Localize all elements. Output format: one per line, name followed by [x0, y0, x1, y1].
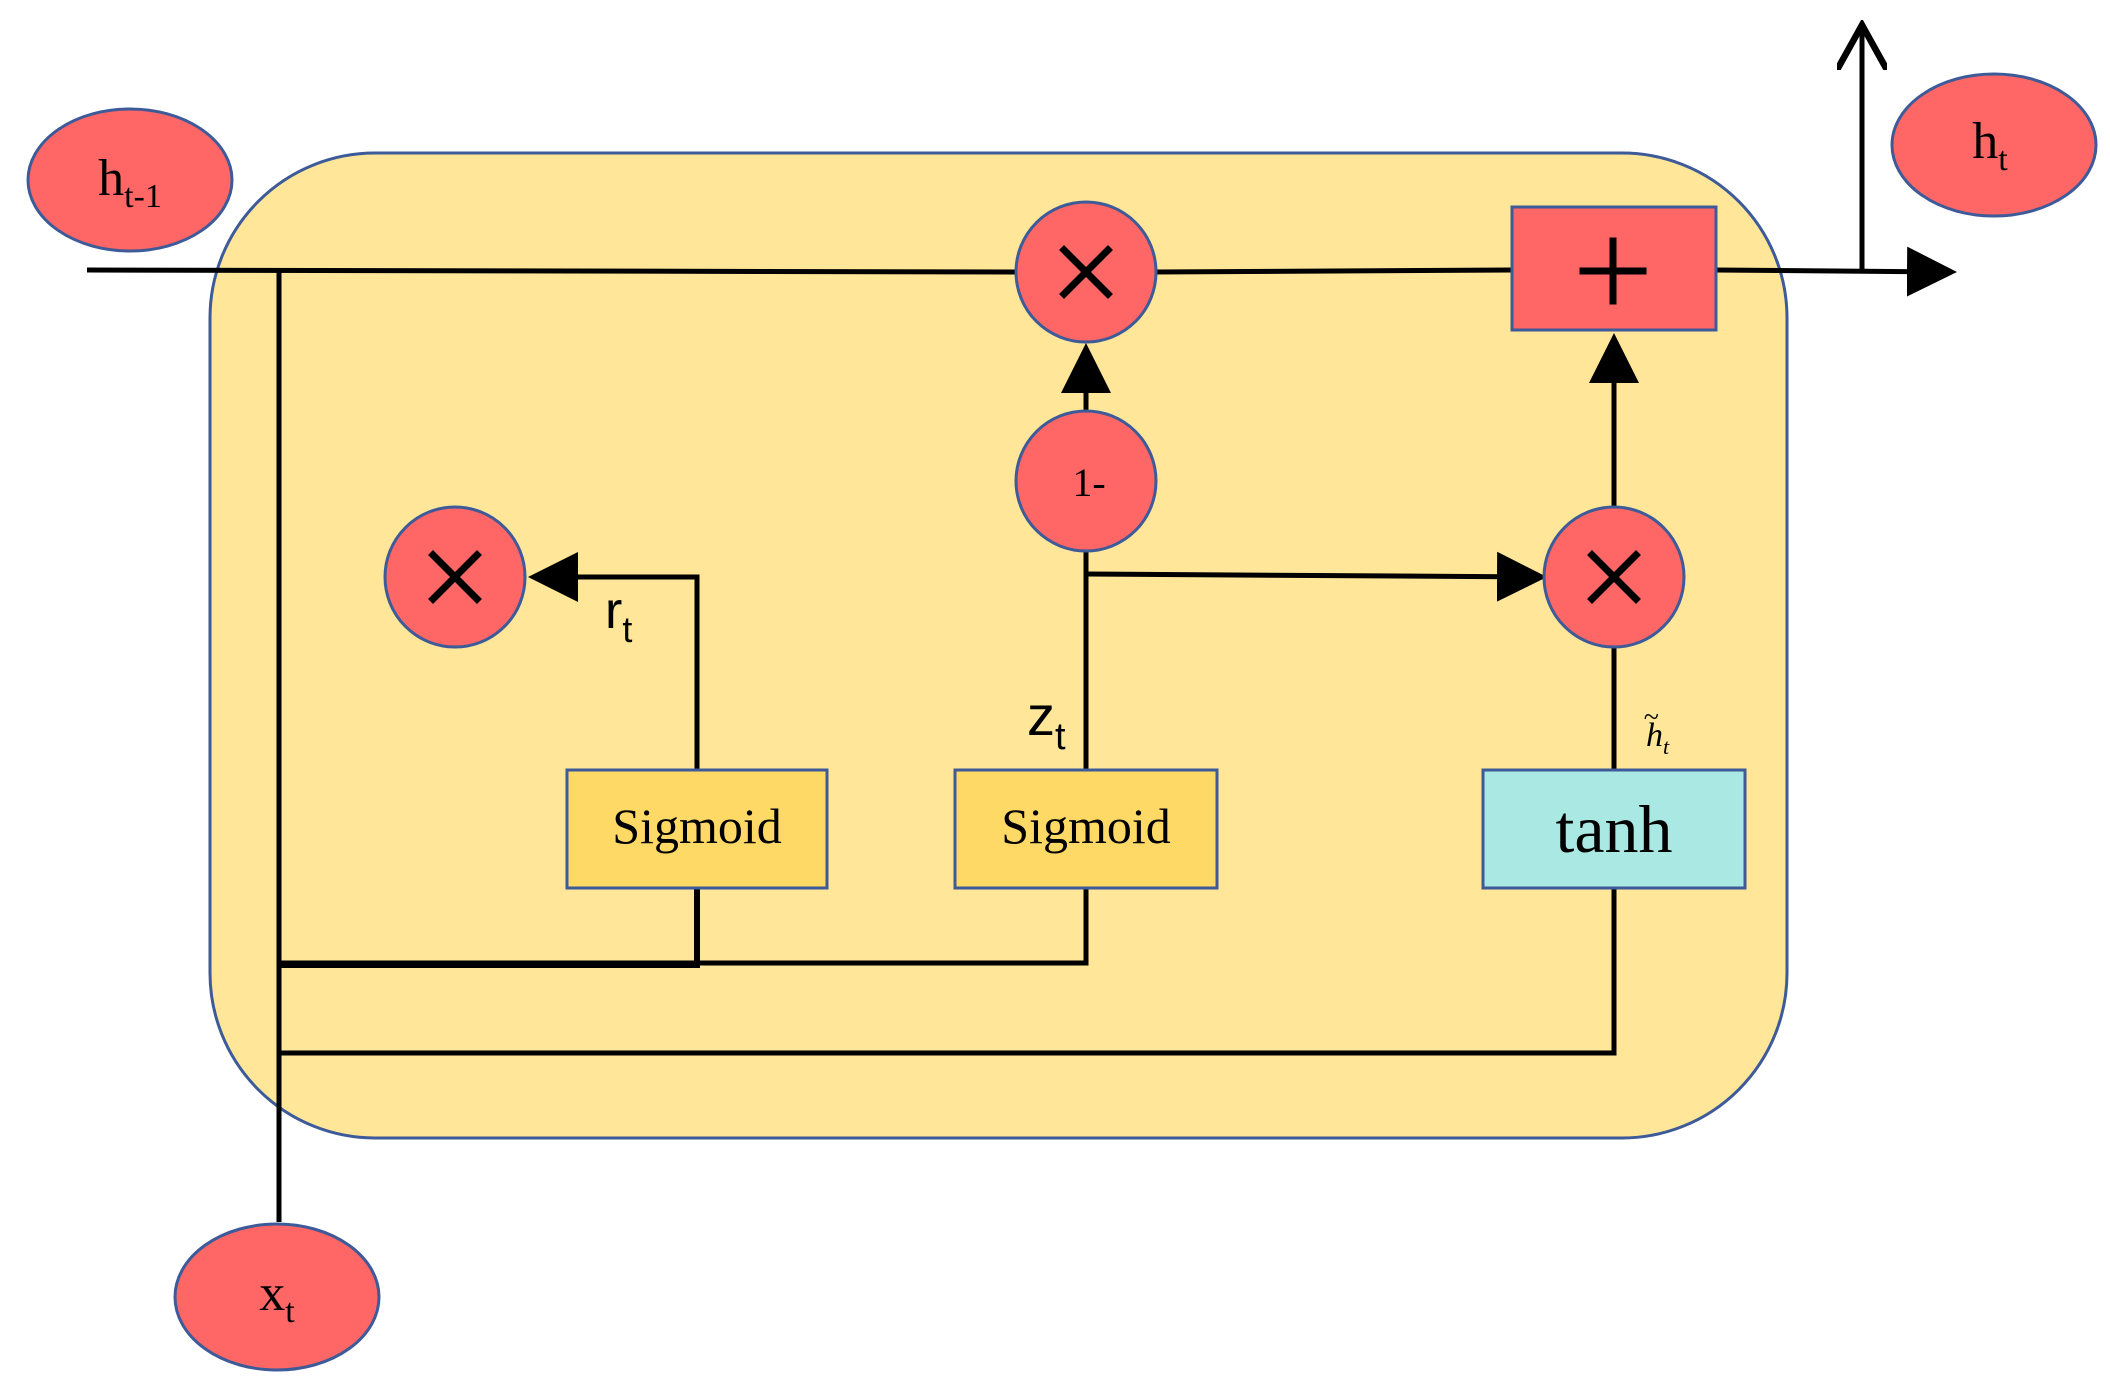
reset-gate-label: Sigmoid	[612, 798, 781, 854]
output-h-node: ht	[1890, 72, 2098, 218]
wire-mult-to-plus	[1154, 267, 1513, 275]
tanh-label: tanh	[1555, 791, 1672, 867]
reset-gate-box: Sigmoid	[565, 768, 829, 890]
x-base: x	[259, 1265, 285, 1322]
wire-input-to-update	[279, 888, 1089, 966]
multiply-icon	[428, 550, 482, 604]
update-multiply-node	[1542, 505, 1686, 649]
input-x-node: xt	[173, 1222, 381, 1372]
gru-cell-body	[208, 151, 1789, 1140]
plus-node	[1510, 205, 1718, 332]
wire-reset-to-mult	[528, 552, 700, 770]
output-sub: t	[1998, 141, 2008, 178]
x-sub: t	[285, 1293, 295, 1330]
svg-text:ht-1: ht-1	[98, 150, 162, 215]
top-multiply-node	[1014, 200, 1158, 344]
svg-text:xt: xt	[259, 1265, 295, 1330]
update-gate-box: Sigmoid	[953, 768, 1219, 890]
reset-multiply-node	[383, 505, 527, 649]
svg-text:ht: ht	[1972, 113, 2008, 178]
tanh-box: tanh	[1481, 768, 1747, 890]
svg-text:ht: ht	[1646, 717, 1670, 759]
update-signal-label: zt	[1027, 684, 1066, 758]
multiply-icon	[1059, 245, 1113, 299]
wire-update-to-right-mult	[1085, 551, 1547, 602]
one-minus-label: 1-	[1072, 460, 1105, 505]
plus-icon	[1579, 237, 1647, 305]
h-prev-sub: t-1	[124, 178, 162, 215]
wire-output	[1715, 246, 1957, 297]
candidate-signal-label: ~ ht	[1643, 702, 1670, 759]
one-minus-node: 1-	[1014, 409, 1158, 553]
h-prev-base: h	[98, 150, 124, 207]
wire-hprev-to-mult	[86, 267, 1019, 275]
wire-input-to-tanh	[279, 888, 1617, 1056]
update-gate-label: Sigmoid	[1001, 798, 1170, 854]
reset-signal-label: rt	[605, 582, 632, 650]
candidate-accent: ~	[1643, 702, 1658, 733]
output-base: h	[1972, 113, 1998, 170]
input-h-prev-node: ht-1	[26, 107, 234, 253]
multiply-icon	[1587, 550, 1641, 604]
